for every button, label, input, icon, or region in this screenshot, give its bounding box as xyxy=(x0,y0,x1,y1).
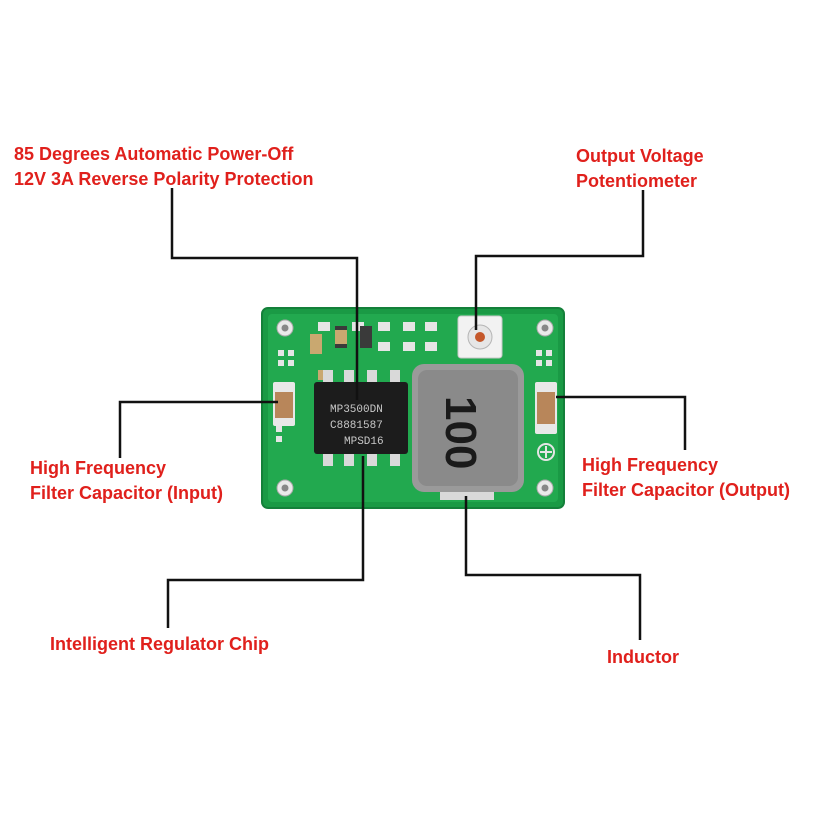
leader-line-cap-input xyxy=(118,400,278,458)
output-marker-icon xyxy=(537,443,555,461)
leader-line-potentiometer xyxy=(474,190,645,330)
inductor-marking: 100 xyxy=(436,396,485,469)
label-cap-input-line1: High Frequency xyxy=(30,458,167,478)
label-potentiometer: Output Voltage Potentiometer xyxy=(576,144,704,194)
label-cap-output-line1: High Frequency xyxy=(582,455,719,475)
label-cap-output-line2: Filter Capacitor (Output) xyxy=(582,480,790,500)
label-protection-line2: 12V 3A Reverse Polarity Protection xyxy=(14,169,314,189)
solder-pads xyxy=(276,322,552,442)
leader-line-cap-output xyxy=(556,395,687,450)
label-cap-input: High Frequency Filter Capacitor (Input) xyxy=(30,456,223,506)
leader-line-inductor xyxy=(464,496,642,640)
leader-lines xyxy=(118,188,687,640)
input-capacitor xyxy=(273,382,295,426)
label-protection: 85 Degrees Automatic Power-Off 12V 3A Re… xyxy=(14,142,313,192)
output-capacitor xyxy=(535,382,557,434)
label-regulator-chip: Intelligent Regulator Chip xyxy=(50,634,269,654)
inductor: 100 xyxy=(412,364,524,500)
chip-marking-line3: MPSD16 xyxy=(344,436,384,448)
chip-marking-line1: MP3500DN xyxy=(330,404,383,416)
regulator-chip: MP3500DN C8881587 MPSD16 xyxy=(314,370,408,466)
label-potentiometer-line1: Output Voltage xyxy=(576,146,704,166)
chip-marking-line2: C8881587 xyxy=(330,420,383,432)
mounting-holes xyxy=(276,319,554,497)
label-cap-output: High Frequency Filter Capacitor (Output) xyxy=(582,453,790,503)
label-inductor: Inductor xyxy=(607,647,679,667)
label-cap-input-line2: Filter Capacitor (Input) xyxy=(30,483,223,503)
potentiometer xyxy=(457,315,503,359)
leader-line-protection xyxy=(170,188,359,400)
label-potentiometer-line2: Potentiometer xyxy=(576,171,698,191)
leader-line-regulator xyxy=(166,456,365,628)
label-protection-line1: 85 Degrees Automatic Power-Off xyxy=(14,144,294,164)
